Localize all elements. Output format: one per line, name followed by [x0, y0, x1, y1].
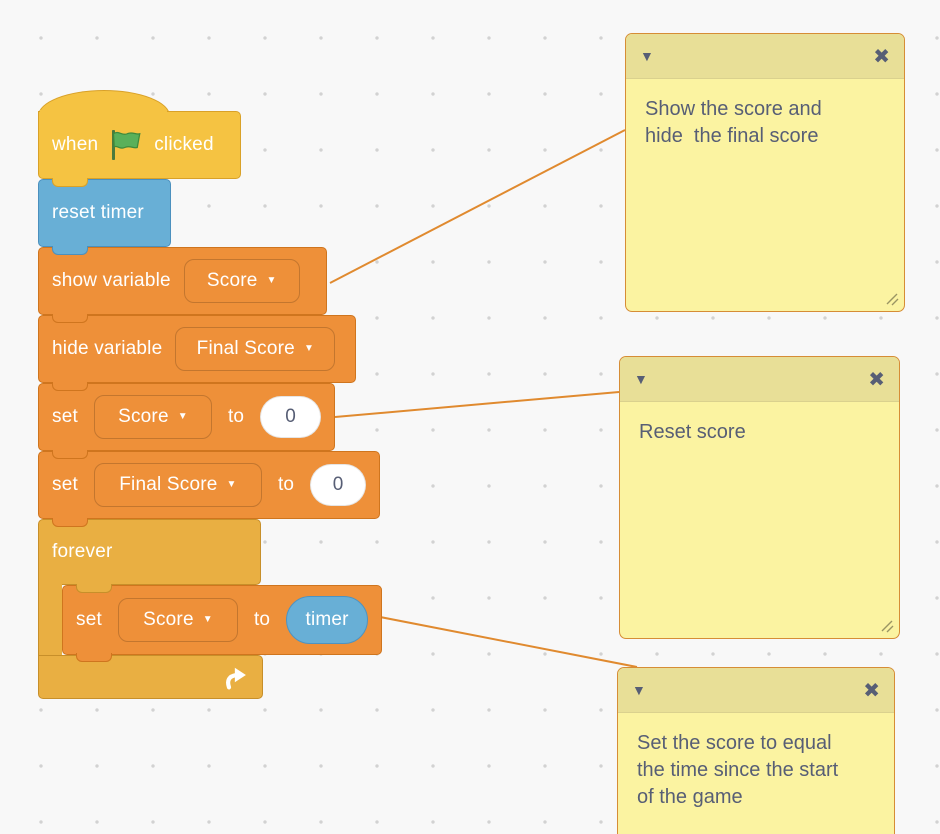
block-tab	[52, 314, 88, 323]
reset-timer-label: reset timer	[52, 202, 144, 223]
green-flag-icon	[112, 130, 141, 160]
block-tab	[52, 450, 88, 459]
variable-dropdown-final-score[interactable]: Final Score ▼	[175, 327, 336, 371]
dropdown-value: Score	[143, 609, 194, 630]
chevron-down-icon: ▼	[266, 275, 277, 286]
comment-header: ▼ ✖	[618, 668, 894, 713]
block-set-score[interactable]: set Score ▼ to 0	[38, 383, 335, 451]
block-tab	[76, 653, 112, 662]
close-comment-icon[interactable]: ✖	[873, 45, 890, 68]
variable-dropdown-score[interactable]: Score ▼	[183, 259, 300, 303]
variable-dropdown-score[interactable]: Score ▼	[93, 395, 212, 439]
resize-handle[interactable]	[885, 292, 899, 306]
comment-connector-line	[329, 129, 626, 284]
comment-text[interactable]: Reset score	[639, 421, 746, 443]
comment-text[interactable]: Set the score to equal the time since th…	[637, 732, 839, 808]
block-tab	[76, 584, 112, 593]
close-comment-icon[interactable]: ✖	[868, 368, 885, 391]
block-tab	[52, 382, 88, 391]
when-label: when	[52, 134, 99, 155]
block-tab	[52, 246, 88, 255]
block-hide-variable[interactable]: hide variable Final Score ▼	[38, 315, 356, 383]
dropdown-value: Final Score	[196, 338, 295, 359]
collapse-comment-icon[interactable]: ▼	[640, 48, 654, 64]
dropdown-value: Score	[206, 270, 258, 291]
comment-reset-score[interactable]: ▼ ✖ Reset score	[619, 356, 900, 639]
hat-block-seam	[40, 110, 167, 115]
block-tab	[52, 178, 88, 187]
hide-variable-label: hide variable	[52, 338, 163, 359]
variable-dropdown-score[interactable]: Score ▼	[117, 598, 238, 642]
value-text: 0	[285, 406, 296, 427]
comment-show-score[interactable]: ▼ ✖ Show the score and hide the final sc…	[625, 33, 905, 312]
value-input[interactable]: 0	[310, 464, 366, 506]
collapse-comment-icon[interactable]: ▼	[632, 682, 646, 698]
set-label: set	[52, 406, 78, 427]
block-forever[interactable]: forever	[38, 519, 261, 585]
comment-connector-line	[379, 616, 638, 668]
to-label: to	[277, 474, 295, 495]
clicked-label: clicked	[154, 134, 214, 155]
close-comment-icon[interactable]: ✖	[863, 679, 880, 702]
chevron-down-icon: ▼	[303, 343, 315, 354]
value-input[interactable]: 0	[260, 396, 321, 438]
comment-connector-line	[334, 391, 620, 418]
forever-label: forever	[52, 541, 113, 562]
block-when-flag-clicked[interactable]: when clicked	[38, 111, 241, 179]
dropdown-value: Final Score	[119, 474, 218, 495]
block-set-final-score[interactable]: set Final Score ▼ to 0	[38, 451, 380, 519]
to-label: to	[227, 406, 245, 427]
forever-bottom-bar[interactable]	[38, 655, 263, 699]
collapse-comment-icon[interactable]: ▼	[634, 371, 648, 387]
dropdown-value: Score	[118, 406, 169, 427]
block-set-score-timer[interactable]: set Score ▼ to timer	[62, 585, 382, 655]
set-label: set	[76, 609, 102, 630]
value-text: 0	[332, 474, 344, 495]
to-label: to	[253, 609, 271, 630]
set-label: set	[52, 474, 78, 495]
comment-set-score-timer[interactable]: ▼ ✖ Set the score to equal the time sinc…	[617, 667, 895, 834]
comment-header: ▼ ✖	[626, 34, 904, 79]
timer-label: timer	[305, 609, 349, 630]
block-reset-timer[interactable]: reset timer	[38, 179, 171, 247]
chevron-down-icon: ▼	[177, 411, 188, 422]
block-tab	[52, 518, 88, 527]
show-variable-label: show variable	[52, 270, 171, 291]
resize-handle[interactable]	[880, 619, 894, 633]
variable-dropdown-final-score[interactable]: Final Score ▼	[93, 463, 262, 507]
chevron-down-icon: ▼	[226, 479, 237, 490]
loop-arrow-icon	[226, 667, 246, 690]
block-show-variable[interactable]: show variable Score ▼	[38, 247, 327, 315]
chevron-down-icon: ▼	[202, 614, 213, 625]
forever-arm[interactable]	[38, 584, 62, 656]
comment-text[interactable]: Show the score and hide the final score	[645, 98, 822, 147]
timer-reporter[interactable]: timer	[286, 596, 368, 644]
comment-header: ▼ ✖	[620, 357, 899, 402]
